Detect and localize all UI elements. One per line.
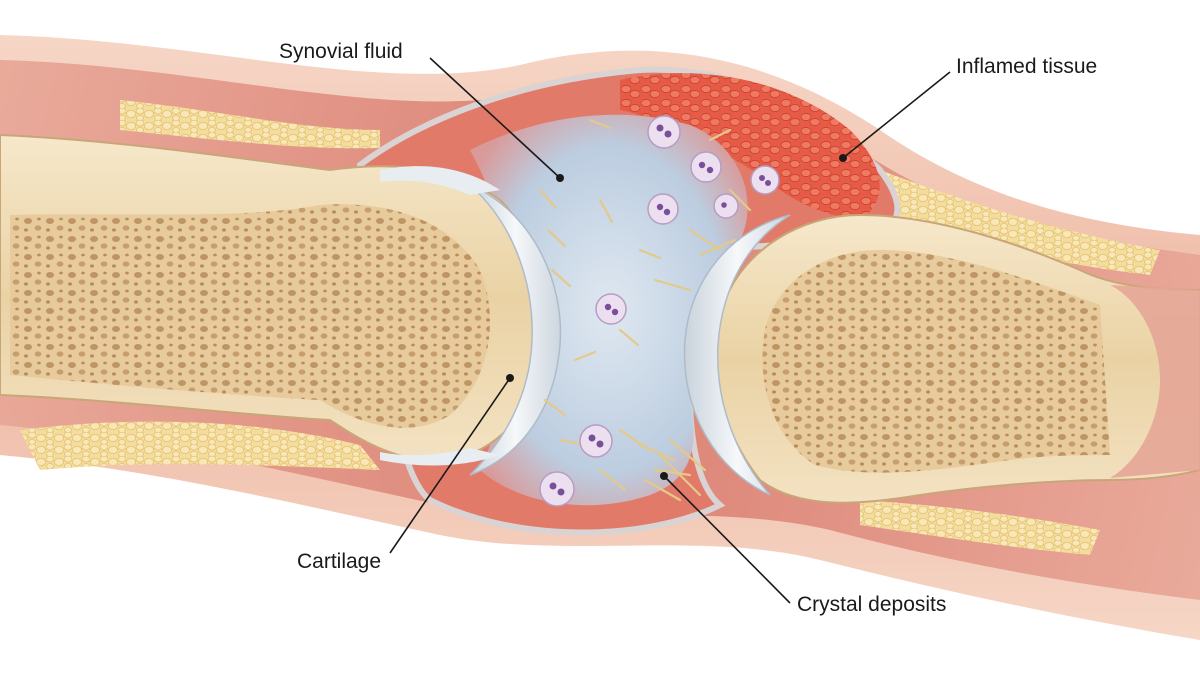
leader-markers [506, 154, 847, 480]
white-blood-cells [539, 115, 780, 507]
label-cartilage: Cartilage [297, 550, 382, 573]
leader-line-inflamed [842, 71, 951, 159]
left-bone-spongy [10, 204, 490, 428]
fat-layer-bottom-right [860, 500, 1100, 555]
leader-line-crystal [663, 475, 791, 604]
right-end-tendon [1110, 285, 1200, 478]
leader-line-synovial [429, 57, 561, 179]
label-inflamed-tissue: Inflamed tissue [956, 55, 1098, 78]
leader-lines [389, 57, 951, 604]
marker-cartilage [506, 374, 514, 382]
marker-crystal [660, 472, 668, 480]
inflamed-tissue-region [620, 73, 880, 220]
fat-layer-bottom [20, 421, 380, 470]
right-cartilage [683, 214, 791, 496]
right-bone-spongy [762, 250, 1110, 473]
leader-line-cartilage [389, 377, 511, 554]
left-cartilage [469, 184, 562, 476]
fat-layer-top [120, 100, 380, 149]
label-synovial-fluid: Synovial fluid [279, 40, 403, 63]
fat-layer-top-right [870, 170, 1160, 275]
marker-inflamed [839, 154, 847, 162]
marker-synovial [556, 174, 564, 182]
label-crystal-deposits: Crystal deposits [797, 593, 947, 616]
crystal-deposits [538, 118, 752, 502]
